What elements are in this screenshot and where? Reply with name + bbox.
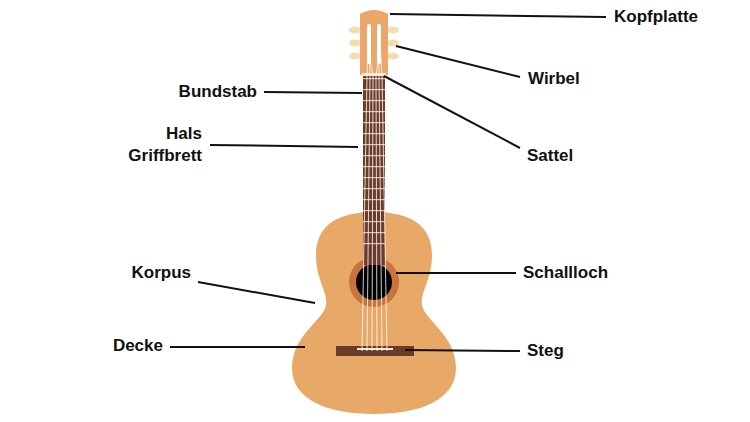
part-label: Schallloch	[523, 262, 608, 284]
nut	[362, 73, 386, 76]
leader-lines	[170, 14, 606, 351]
part-label: Kopfplatte	[614, 6, 698, 28]
part-label: Hals Griffbrett	[128, 123, 202, 167]
sound-hole	[356, 264, 392, 300]
headstock	[360, 10, 388, 75]
part-label: Decke	[113, 335, 163, 357]
part-label: Korpus	[132, 262, 192, 284]
part-label: Wirbel	[528, 68, 580, 90]
strings	[362, 26, 387, 351]
part-label: Sattel	[527, 145, 573, 167]
bridge	[336, 346, 414, 356]
part-label: Steg	[527, 340, 564, 362]
part-label: Bundstab	[179, 81, 257, 103]
